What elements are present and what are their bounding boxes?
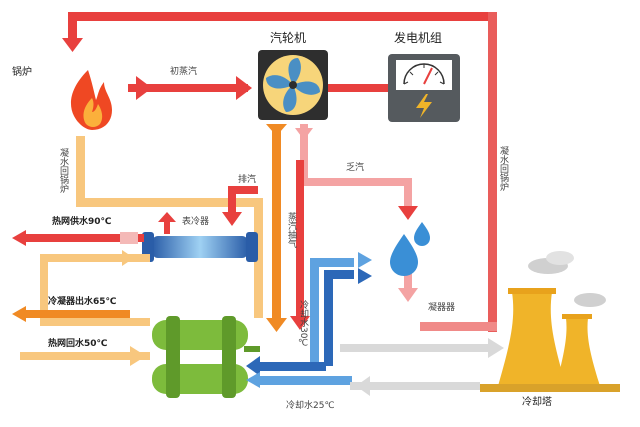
fan-icon xyxy=(258,50,328,120)
spent-steam-pipe xyxy=(295,124,418,302)
fire-icon xyxy=(70,70,112,130)
surface-cooler-arrow xyxy=(158,212,176,234)
initial-steam-pipe xyxy=(128,76,252,100)
exhaust-steam-label: 排汽 xyxy=(238,175,257,185)
exhaust-orange-pipe xyxy=(266,124,287,332)
return-loop-pipe xyxy=(40,250,150,326)
heating-return-pipe xyxy=(20,346,150,366)
condenser-label: 凝器器 xyxy=(428,303,456,313)
condensate-return-pipe xyxy=(62,12,497,332)
cooling-tower-label: 冷却塔 xyxy=(522,397,552,408)
spent-steam-label: 乏汽 xyxy=(346,163,365,173)
steam-extraction-label: 蒸汽抽气 xyxy=(286,212,296,248)
cooling-water-30-label: 冷却水30℃ xyxy=(298,300,308,349)
cylinder-icon xyxy=(142,232,258,262)
tank-icon xyxy=(152,316,260,398)
condensate-return-label: 凝水回锅炉 xyxy=(58,148,68,193)
heating-supply-label: 热网供水90℃ xyxy=(52,217,112,227)
boiler-label: 锅炉 xyxy=(12,67,32,78)
tower-pipe xyxy=(340,338,504,396)
cooling-water-25-label: 冷却水25℃ xyxy=(286,401,335,411)
exhaust-red-pipe xyxy=(222,160,310,330)
surface-cooler-label: 表冷器 xyxy=(182,217,210,227)
cooling-tower-icon xyxy=(480,251,620,392)
generator-label: 发电机组 xyxy=(394,31,443,45)
initial-steam-label: 初蒸汽 xyxy=(170,67,198,77)
water-drop-icon xyxy=(390,222,430,276)
turbine-label: 汽轮机 xyxy=(270,31,307,45)
heating-return-label: 热网回水50℃ xyxy=(48,339,108,349)
condenser-outlet-pipe xyxy=(12,306,130,322)
heating-supply-pipe xyxy=(12,230,144,246)
cooling-water-pipe xyxy=(246,252,372,388)
condensate-return-right-label: 凝水回锅炉 xyxy=(498,146,508,191)
condenser-outlet-label: 冷凝器出水65℃ xyxy=(48,297,117,307)
gauge-icon xyxy=(388,54,460,122)
condensate-pipe-boiler xyxy=(76,136,263,318)
shaft-pipe xyxy=(320,84,390,92)
